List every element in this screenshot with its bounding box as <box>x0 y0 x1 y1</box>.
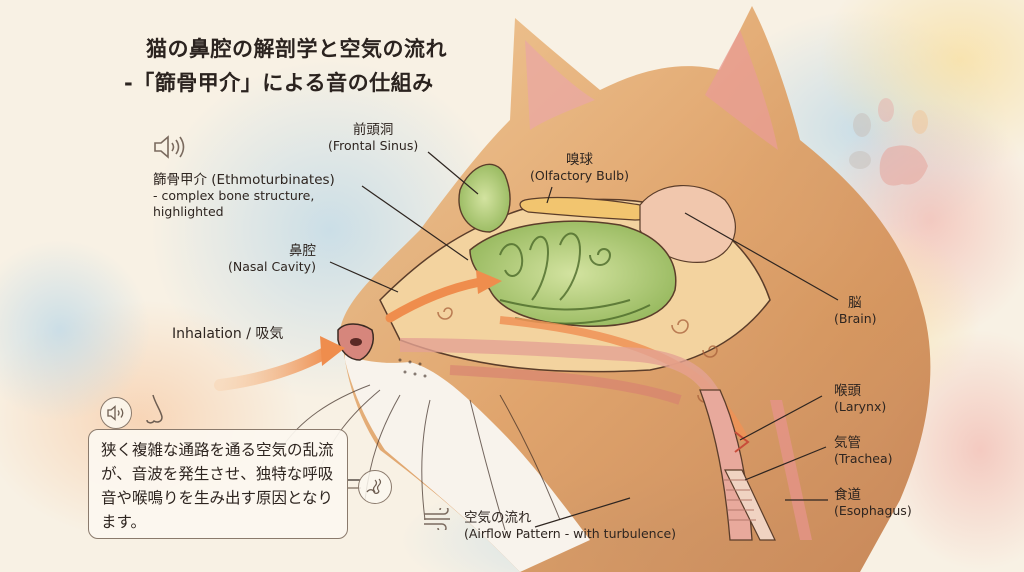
label-airflow: 空気の流れ (Airflow Pattern - with turbulence… <box>464 510 677 541</box>
label-nasal-cavity: 鼻腔 (Nasal Cavity) <box>228 243 316 274</box>
label-frontal-sinus: 前頭洞 (Frontal Sinus) <box>328 122 419 153</box>
wind-icon <box>424 508 450 530</box>
label-olfactory-bulb: 嗅球 (Olfactory Bulb) <box>530 152 629 183</box>
sound-wave-nose-icon <box>358 470 392 504</box>
label-larynx: 喉頭 (Larynx) <box>834 383 887 414</box>
title-line-2: -「篩骨甲介」による音の仕組み <box>124 71 434 95</box>
explanation-note: 狭く複雑な通路を通る空気の乱流が、音波を発生させ、独特な呼吸音や喉鳴りを生み出す… <box>88 429 348 539</box>
page-title: 猫の鼻腔の解剖学と空気の流れ -「篩骨甲介」による音の仕組み <box>124 32 447 100</box>
paw-print-icon <box>849 98 928 186</box>
label-ethmoturbinates: 篩骨甲介 (Ethmoturbinates) - complex bone st… <box>153 172 335 219</box>
label-trachea: 気管 (Trachea) <box>834 435 893 466</box>
title-line-1: 猫の鼻腔の解剖学と空気の流れ <box>146 37 447 61</box>
speaker-icon <box>107 405 124 421</box>
label-brain: 脳 (Brain) <box>834 295 877 326</box>
label-inhalation: Inhalation / 吸気 <box>172 326 284 342</box>
nose-icon <box>146 394 163 424</box>
speaker-circle-icon <box>100 397 132 429</box>
speaker-icon <box>154 135 185 159</box>
label-esophagus: 食道 (Esophagus) <box>834 487 912 518</box>
